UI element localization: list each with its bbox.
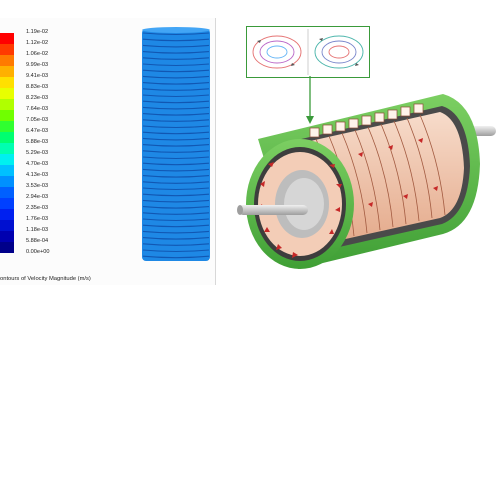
colorbar-swatch <box>0 55 14 67</box>
colorbar-swatch <box>0 110 14 122</box>
colorbar-swatch <box>0 242 14 253</box>
colorbar-tick-label: 5.29e-03 <box>26 150 49 156</box>
colorbar-tick-label: 2.94e-03 <box>26 194 49 200</box>
colorbar-swatch <box>0 231 14 243</box>
winding-slots <box>309 103 424 138</box>
colorbar-swatch <box>0 66 14 78</box>
colorbar-tick-label: 1.19e-02 <box>26 29 49 35</box>
colorbar-tick-label: 9.99e-03 <box>26 62 49 68</box>
colorbar-tick-label: 8.83e-03 <box>26 84 49 90</box>
flow-inset-vectors <box>252 29 364 75</box>
front-rotor-face <box>284 178 324 230</box>
cylinder-contour <box>142 27 210 261</box>
colorbar-tick-label: 1.06e-02 <box>26 51 49 57</box>
colorbar-tick-label: 1.18e-03 <box>26 227 49 233</box>
colorbar-swatch <box>0 121 14 133</box>
colorbar-tick-label: 4.13e-03 <box>26 172 49 178</box>
colorbar-tick-label: 1.12e-02 <box>26 40 49 46</box>
colorbar-tick-label: 3.53e-03 <box>26 183 49 189</box>
colorbar-swatch <box>0 143 14 155</box>
colorbar-tick-label: 7.64e-03 <box>26 106 49 112</box>
colorbar-tick-label: 8.23e-03 <box>26 95 49 101</box>
colorbar-swatch <box>0 154 14 166</box>
colorbar <box>0 33 14 253</box>
colorbar-swatch <box>0 77 14 89</box>
colorbar-swatch <box>0 220 14 232</box>
motor-cutaway-diagram <box>228 24 500 270</box>
colorbar-swatch <box>0 132 14 144</box>
flow-inset-box <box>246 26 370 78</box>
colorbar-tick-label: 5.88e-03 <box>26 139 49 145</box>
velocity-contour-panel: 1.19e-02 1.12e-02 1.06e-02 9.99e-03 9.41e-03… <box>0 0 216 285</box>
colorbar-swatch <box>0 33 14 45</box>
colorbar-tick-label: 9.41e-03 <box>26 73 49 79</box>
flow-arrows <box>258 138 438 258</box>
colorbar-tick-label: 5.88e-04 <box>26 238 49 244</box>
inset-pointer <box>306 76 314 124</box>
colorbar-tick-label: 6.47e-03 <box>26 128 49 134</box>
colorbar-swatch <box>0 198 14 210</box>
colorbar-tick-label: 0.00e+00 <box>26 249 50 255</box>
colorbar-tick-label: 2.35e-03 <box>26 205 49 211</box>
shaft-left <box>238 205 308 215</box>
colorbar-tick-label: 7.05e-03 <box>26 117 49 123</box>
colorbar-swatch <box>0 187 14 199</box>
motor-cutaway <box>237 94 496 269</box>
colorbar-swatch <box>0 99 14 111</box>
colorbar-swatch <box>0 209 14 221</box>
colorbar-swatch <box>0 44 14 56</box>
contour-caption: ontours of Velocity Magnitude (m/s) <box>0 276 91 282</box>
colorbar-tick-label: 4.70e-03 <box>26 161 49 167</box>
colorbar-swatch <box>0 176 14 188</box>
colorbar-swatch <box>0 165 14 177</box>
colorbar-swatch <box>0 88 14 100</box>
colorbar-tick-label: 1.76e-03 <box>26 216 49 222</box>
